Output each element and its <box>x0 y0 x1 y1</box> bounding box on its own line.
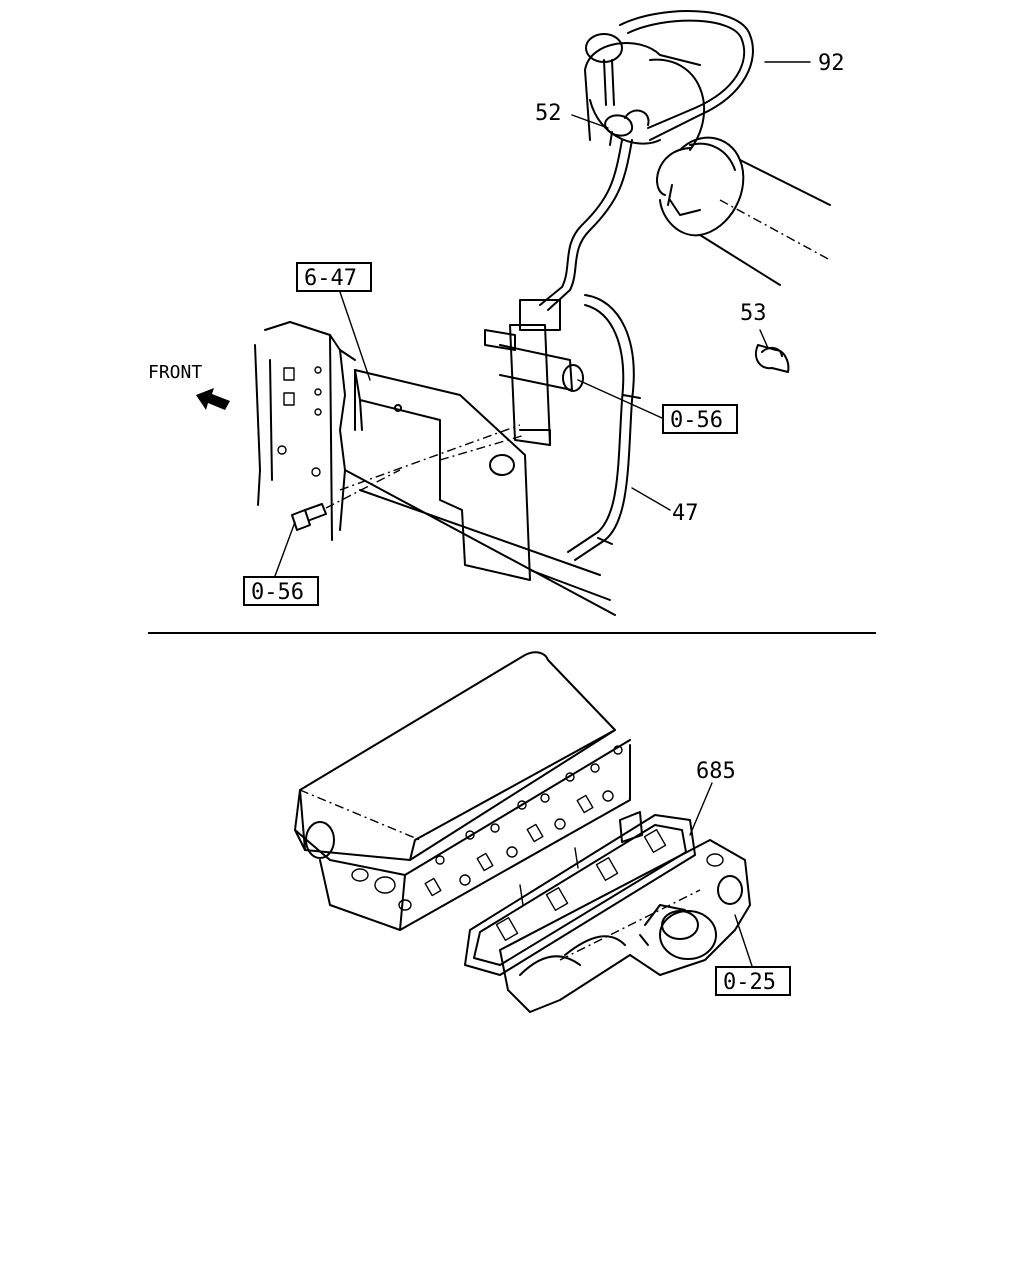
hose-47-drawing <box>567 294 641 561</box>
upper-assembly: FRONT 92 52 53 47 6-47 0-56 0-5 <box>148 10 845 616</box>
lower-assembly: 685 0-25 <box>294 651 791 1013</box>
callout-52: 52 <box>535 101 562 126</box>
clip-53-drawing <box>754 344 790 373</box>
intake-pipe-drawing <box>584 42 831 286</box>
ref-box-0-25[interactable]: 0-25 <box>715 966 791 996</box>
ref-box-6-47[interactable]: 6-47 <box>296 262 372 292</box>
intake-manifold-drawing <box>499 839 751 1013</box>
front-label: FRONT <box>148 362 202 383</box>
vsv-valve-drawing <box>484 299 584 446</box>
callout-685: 685 <box>696 759 736 784</box>
ref-0-56-upper-label: 0-56 <box>670 408 723 433</box>
callout-53: 53 <box>740 301 767 326</box>
front-arrow-icon <box>196 388 230 410</box>
front-direction-indicator: FRONT <box>148 362 230 410</box>
frame-rail-drawing <box>254 321 616 616</box>
leader-lines-upper <box>274 61 811 577</box>
callout-92: 92 <box>818 51 845 76</box>
ref-box-0-56-lower[interactable]: 0-56 <box>243 576 319 606</box>
clip-52-drawing <box>604 109 650 146</box>
cylinder-head-drawing <box>294 651 631 931</box>
callout-47: 47 <box>672 501 699 526</box>
ref-6-47-label: 6-47 <box>304 266 357 291</box>
leader-lines-lower <box>689 782 753 967</box>
hose-92-drawing <box>585 10 754 141</box>
ref-box-0-56-upper[interactable]: 0-56 <box>662 404 738 434</box>
bracket-plate-drawing <box>339 369 531 581</box>
vacuum-hose-drawing <box>539 139 633 311</box>
ref-0-56-lower-label: 0-56 <box>251 580 304 605</box>
ref-0-25-label: 0-25 <box>723 970 776 995</box>
bolt-drawing <box>291 469 401 531</box>
